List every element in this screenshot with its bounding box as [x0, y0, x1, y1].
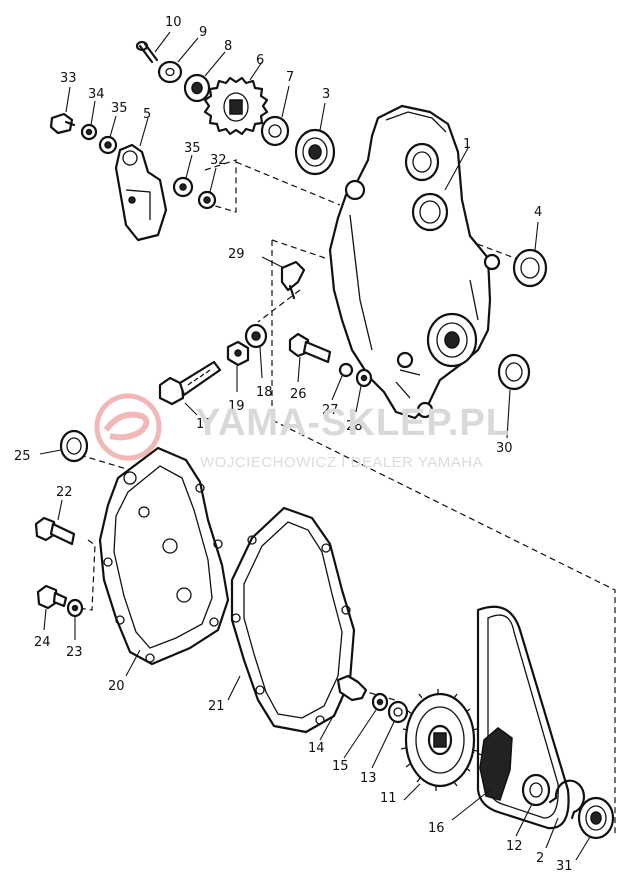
callout-17: 17: [196, 417, 213, 432]
callout-35-upper: 35: [111, 101, 128, 116]
callout-12: 12: [506, 839, 523, 854]
part-9-nut: [157, 37, 199, 84]
callout-18: 18: [256, 385, 273, 400]
part-15-washer: [343, 692, 389, 759]
callout-6: 6: [256, 53, 264, 68]
part-5-bracket: [114, 117, 168, 242]
part-34-washer: [80, 100, 98, 141]
callout-28: 28: [346, 419, 363, 434]
part-19-nut: [226, 340, 250, 392]
part-28-washer: [355, 368, 373, 413]
callout-33: 33: [60, 71, 77, 86]
callout-4: 4: [534, 205, 542, 220]
part-24-bolt: [36, 584, 68, 631]
part-25-oil-seal: [39, 429, 89, 463]
callout-29: 29: [228, 247, 245, 262]
part-3-bearing: [294, 102, 336, 176]
part-29-grease-nipple: [261, 256, 306, 300]
callout-8: 8: [224, 39, 232, 54]
callout-20: 20: [108, 679, 125, 694]
part-12-collar: [515, 773, 551, 837]
callout-19: 19: [228, 399, 245, 414]
callout-22: 22: [56, 485, 73, 500]
part-22-bolt: [34, 499, 76, 546]
part-26-bolt: [288, 332, 332, 383]
part-27-washer: [331, 362, 354, 401]
part-21-gasket: [227, 506, 356, 734]
callout-13: 13: [360, 771, 377, 786]
callout-labels: 10 9 8 6 7 3 33 34 35 5 35 32 1 4 29 17 …: [14, 15, 573, 874]
part-23-washer: [66, 598, 84, 640]
part-30-oil-seal: [497, 353, 531, 439]
part-1-gear-case: [328, 104, 501, 420]
callout-31: 31: [556, 859, 573, 874]
callout-26: 26: [290, 387, 307, 402]
callout-11: 11: [380, 791, 397, 806]
part-13-washer: [371, 700, 409, 769]
part-33-bolt: [49, 86, 76, 135]
callout-5: 5: [143, 107, 151, 122]
callout-9: 9: [199, 25, 207, 40]
part-14-stud-bolt: [319, 674, 368, 741]
part-35-washer-upper: [98, 115, 118, 155]
callout-23: 23: [66, 645, 83, 660]
part-6-sprocket: [203, 61, 269, 136]
callout-30: 30: [496, 441, 513, 456]
part-16-chain: [451, 605, 570, 830]
callout-3: 3: [322, 87, 330, 102]
callout-7: 7: [286, 70, 294, 85]
callout-10: 10: [165, 15, 182, 30]
part-10-cotter-pin: [135, 31, 171, 64]
part-4-oil-seal: [512, 221, 548, 288]
callout-34: 34: [88, 87, 105, 102]
part-35-washer-lower: [172, 154, 194, 198]
part-8-washer: [183, 51, 226, 103]
callout-32: 32: [210, 153, 227, 168]
part-7-collar: [260, 85, 290, 147]
part-17-bolt: [158, 360, 222, 416]
callout-1: 1: [463, 137, 471, 152]
callout-15: 15: [332, 759, 349, 774]
callout-21: 21: [208, 699, 225, 714]
callout-25: 25: [14, 449, 31, 464]
callout-27: 27: [322, 403, 339, 418]
callout-2: 2: [536, 851, 544, 866]
part-20-case-cover: [98, 446, 230, 677]
callout-24: 24: [34, 635, 51, 650]
part-31-bearing: [575, 796, 615, 861]
part-18-washer: [244, 323, 268, 379]
callout-16: 16: [428, 821, 445, 836]
part-32-washer: [197, 167, 217, 210]
part-11-sprocket: [400, 689, 478, 801]
callout-35-lower: 35: [184, 141, 201, 156]
callout-14: 14: [308, 741, 325, 756]
